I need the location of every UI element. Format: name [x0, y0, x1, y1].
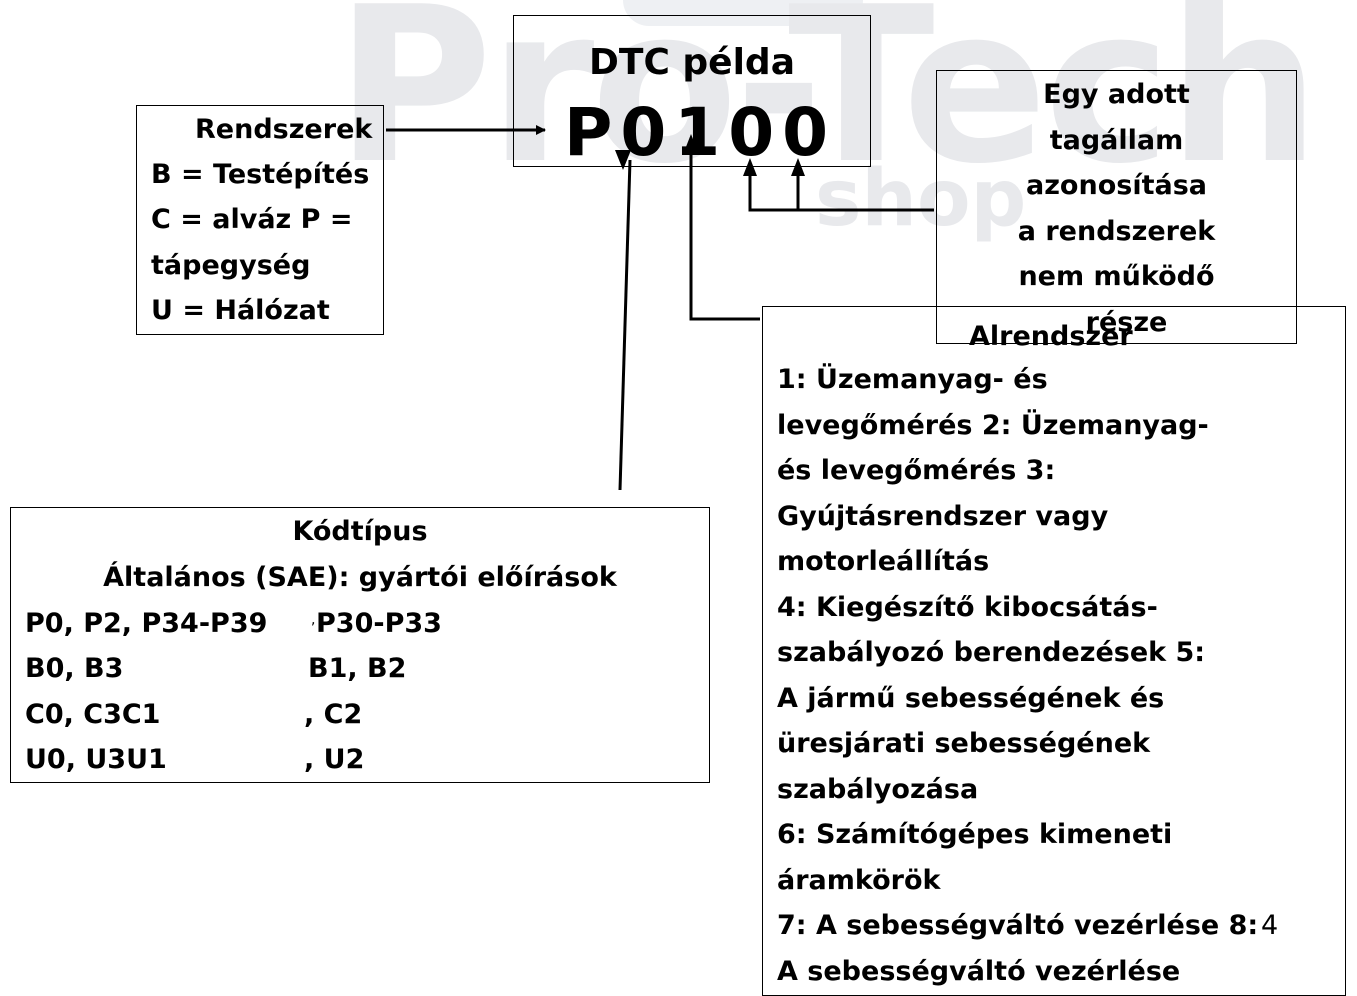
systems-title: Rendszerek: [195, 114, 373, 145]
subsystem-title: Alrendszer: [969, 321, 1133, 352]
fault-line: tagállam: [1049, 125, 1184, 156]
fault-arrowhead-1: [743, 158, 757, 176]
fault-arrow: [748, 168, 934, 212]
page-number: 4: [1261, 910, 1279, 941]
subsystem-line: 1: Üzemanyag- és: [777, 364, 1048, 395]
fault-line: azonosítása: [1026, 170, 1207, 201]
dtc-example-box: DTC példa P0100: [513, 15, 871, 171]
fault-line: része: [1085, 307, 1168, 338]
systems-line: tápegység: [151, 250, 311, 281]
systems-box: Rendszerek B = Testépítés C = alváz P = …: [136, 105, 384, 335]
subsystem-line: 4: Kiegészítő kibocsátás-: [777, 592, 1158, 623]
code-manufacturer: B1, B2: [308, 653, 407, 684]
code-generic: C0, C3C1: [25, 699, 161, 730]
subsystem-line: A sebességváltó vezérlése: [777, 956, 1181, 987]
subsystem-line: 7: A sebességváltó vezérlése 8:: [777, 910, 1259, 941]
subsystem-box: Alrendszer 1: Üzemanyag- és levegőmérés …: [762, 306, 1346, 996]
systems-line: C = alváz P =: [151, 204, 353, 235]
subsystem-line: Gyújtásrendszer vagy: [777, 501, 1109, 532]
subsystem-line: szabályozó berendezések 5:: [777, 637, 1206, 668]
fault-line: nem működő: [1018, 261, 1215, 292]
code-manufacturer: , C2: [304, 699, 363, 730]
code-separator: ,: [311, 612, 316, 628]
code-manufacturer: , U2: [304, 744, 365, 775]
fault-arrowhead-2: [791, 158, 805, 176]
subsystem-line: szabályozása: [777, 774, 979, 805]
code-type-title: Kódtípus: [292, 516, 428, 547]
subsystem-line: üresjárati sebességének: [777, 728, 1151, 759]
code-manufacturer: P30-P33: [316, 608, 442, 639]
code-type-arrowhead: [615, 150, 631, 170]
dtc-title: DTC példa: [589, 42, 795, 83]
code-generic: U0, U3U1: [25, 744, 167, 775]
code-generic: B0, B3: [25, 653, 124, 684]
subsystem-line: motorleállítás: [777, 546, 990, 577]
fault-line: a rendszerek: [1017, 216, 1216, 247]
fault-identification-box: Egy adott tagállam azonosítása a rendsze…: [936, 70, 1297, 344]
systems-line: U = Hálózat: [151, 295, 330, 326]
subsystem-line: áramkörök: [777, 865, 941, 896]
code-type-box: Kódtípus Általános (SAE): gyártói előírá…: [10, 507, 710, 783]
code-type-arrow: [618, 159, 632, 491]
watermark-shop-text: shop: [815, 154, 1027, 244]
subsystem-line: 6: Számítógépes kimeneti: [777, 819, 1173, 850]
systems-line: B = Testépítés: [151, 159, 370, 190]
dtc-code: P0100: [564, 94, 837, 171]
code-type-subtitle: Általános (SAE): gyártói előírások: [103, 562, 617, 593]
subsystem-line: levegőmérés 2: Üzemanyag-: [777, 410, 1209, 441]
subsystem-arrowhead: [684, 134, 698, 152]
subsystem-line: A jármű sebességének és: [777, 683, 1165, 714]
watermark-logo-text: Pro-Tech: [335, 0, 1320, 211]
watermark-shape: [623, 0, 863, 26]
subsystem-line: és levegőmérés 3:: [777, 455, 1056, 486]
fault-line: Egy adott: [1043, 79, 1190, 110]
code-generic: P0, P2, P34-P39: [25, 608, 268, 639]
subsystem-arrow: [689, 140, 760, 321]
